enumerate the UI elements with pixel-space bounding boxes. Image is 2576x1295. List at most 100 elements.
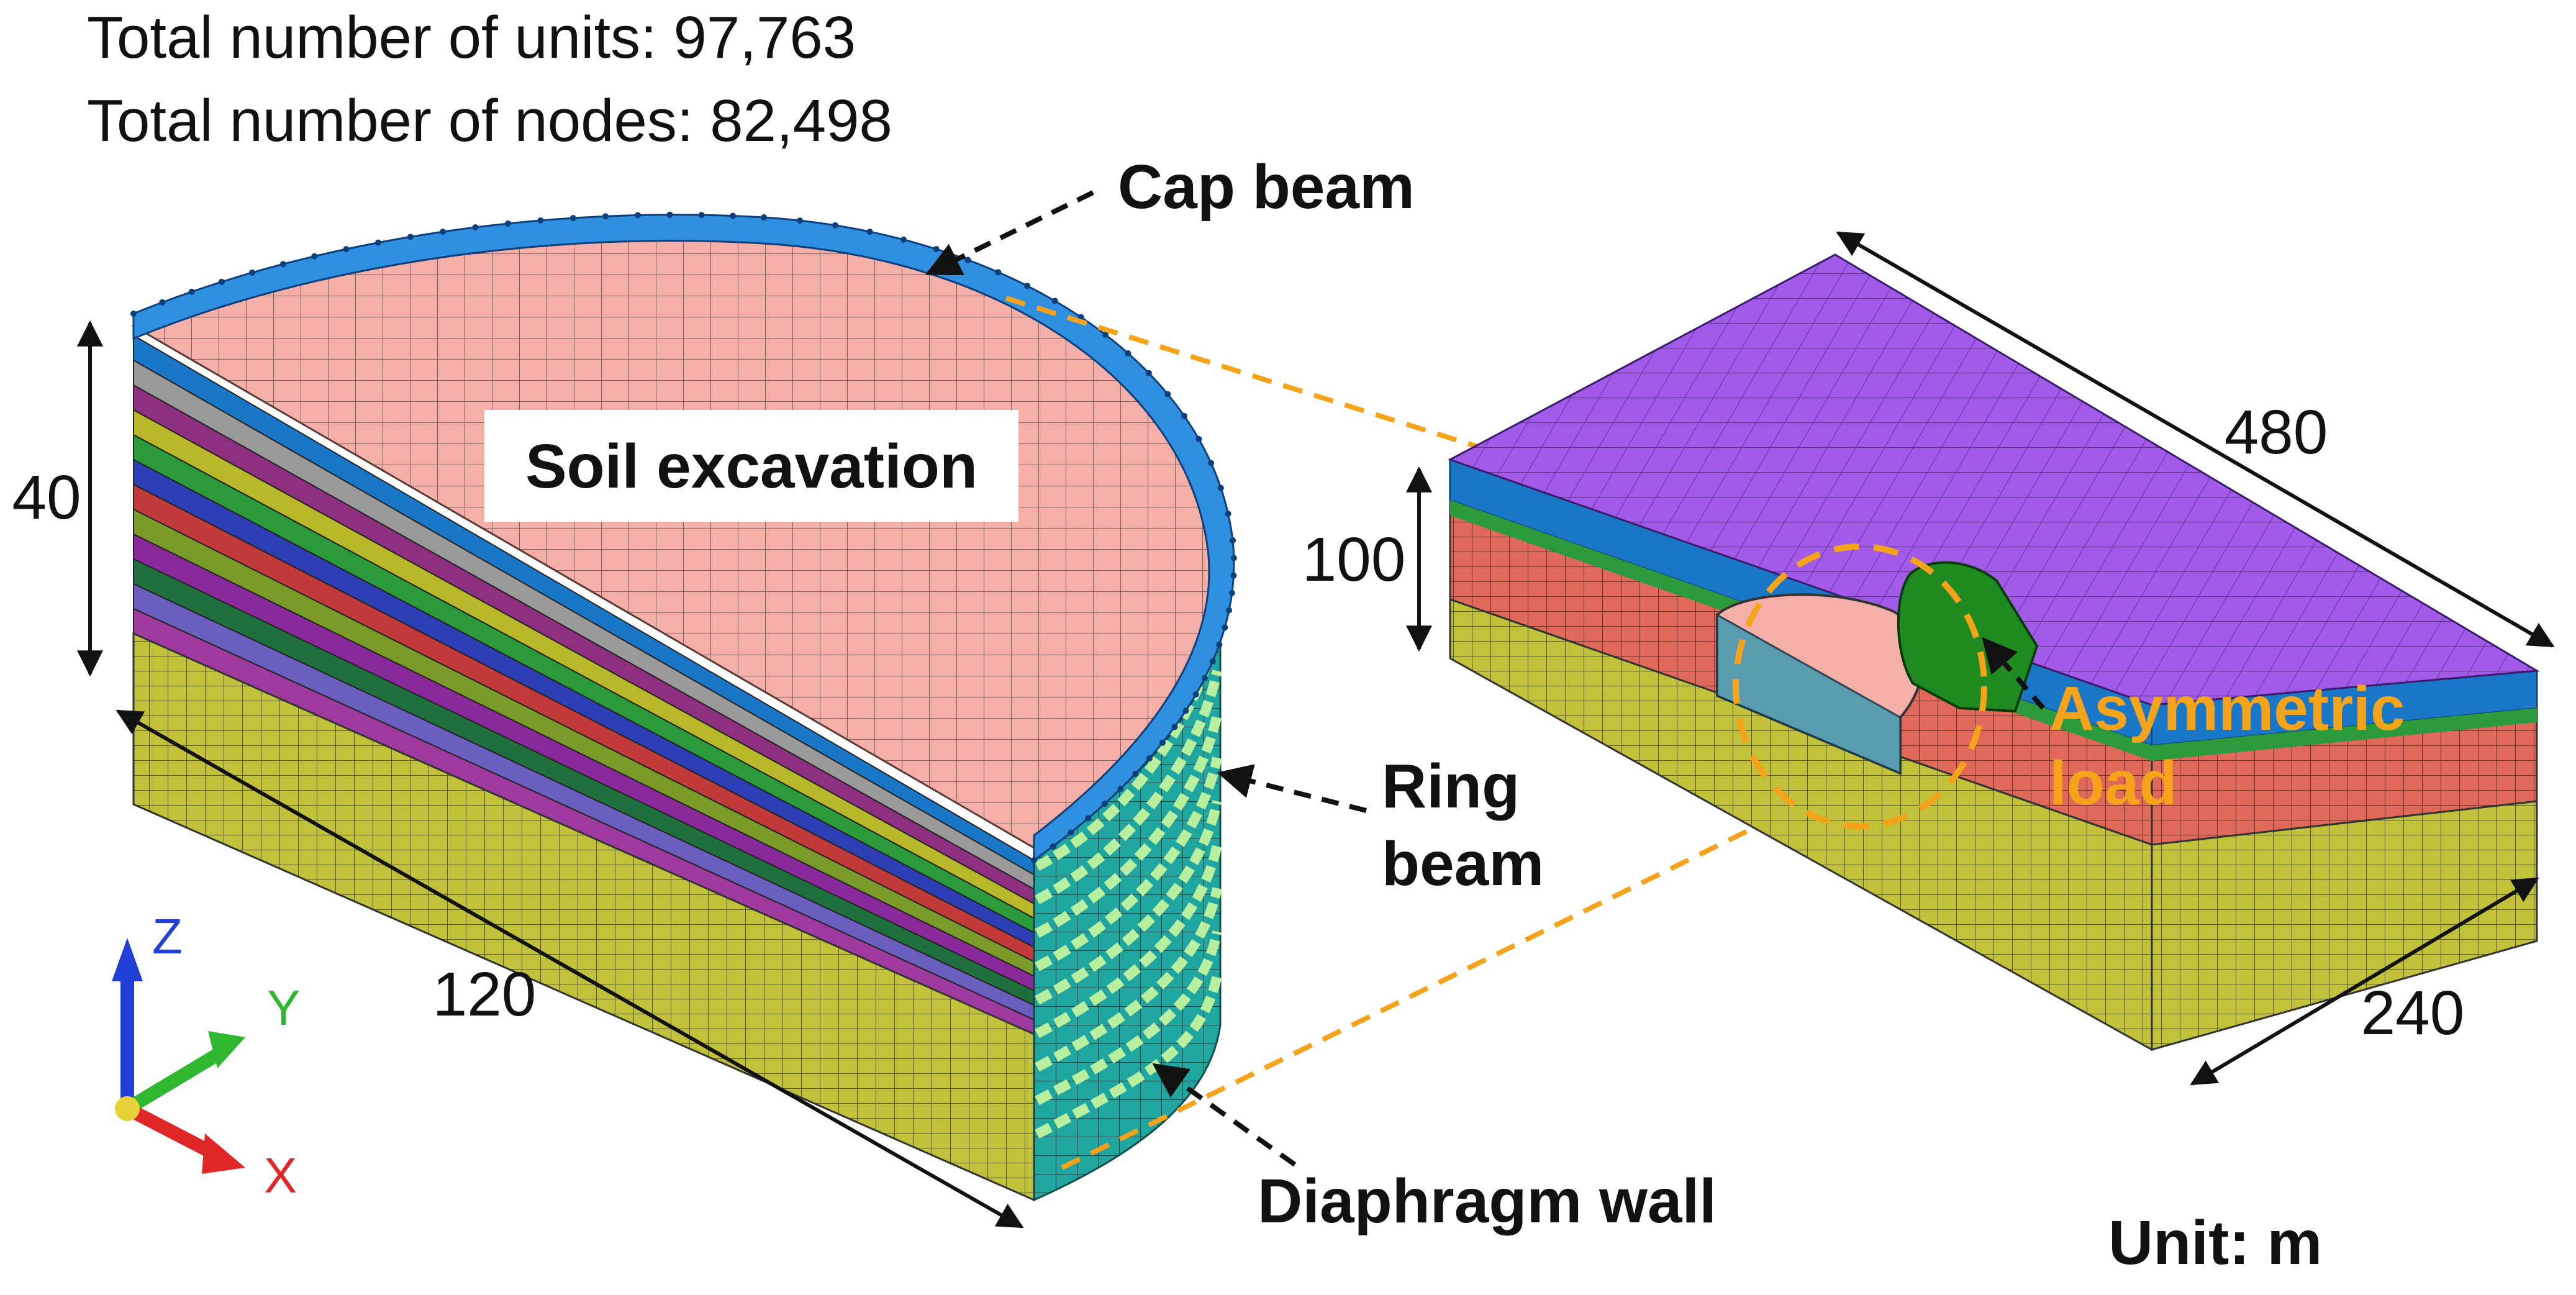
cap-beam-segment [440, 229, 447, 235]
cap-beam-segment [407, 234, 414, 240]
cap-beam-segment [472, 224, 479, 230]
cap-beam-leader [925, 190, 1094, 276]
ring-beam-row [1035, 974, 1222, 1139]
asymmetric-load-leader [1982, 637, 2046, 710]
y-axis-arrowhead [208, 1031, 245, 1068]
cap-beam-segment [1159, 739, 1166, 746]
cap-beam-segment [1085, 815, 1092, 822]
cap-beam-segment [1117, 786, 1124, 793]
cap-beam-segment [1101, 801, 1108, 807]
ring-beam-row [1035, 843, 1222, 1038]
cap-beam-segment [1164, 391, 1171, 398]
ring-beam-row [1035, 757, 1222, 971]
cap-beam-segment [1182, 707, 1189, 714]
cap-beam-segment [1202, 675, 1209, 681]
cap-beam-segment [1217, 484, 1224, 491]
cap-beam-label: Cap beam [1118, 152, 1415, 222]
ring-beam-label-line2: beam [1382, 829, 1544, 899]
diaphragm-wall-leader [1152, 1063, 1297, 1167]
cap-beam-segment [1216, 641, 1223, 648]
z-axis-label: Z [152, 909, 183, 964]
excavation-model: Soil excavation 40 120 Cap beam Ring bea… [12, 152, 1717, 1236]
cap-beam-segment [1145, 370, 1152, 376]
cap-beam-segment [1146, 755, 1153, 761]
cap-beam-segment [569, 215, 576, 222]
soil-excavation-label-box [484, 410, 1018, 522]
cap-beam-segment [1024, 283, 1031, 289]
ring-beam-row [1035, 930, 1222, 1106]
cap-beam-segment [797, 217, 804, 224]
cap-beam-segment [375, 239, 381, 246]
y-axis-label: Y [267, 980, 300, 1035]
cap-beam-segment [933, 246, 940, 253]
cap-beam-segment [900, 236, 907, 243]
cap-beam-segment [666, 211, 673, 218]
ring-beam-row [1035, 713, 1222, 938]
cap-beam-segment [1102, 331, 1109, 338]
axis-origin [115, 1096, 140, 1121]
cap-beam-segment [730, 212, 737, 219]
cap-beam-segment [343, 246, 350, 253]
site-right-face-bottom [2151, 800, 2538, 1051]
total-nodes-text: Total number of nodes: 82,498 [87, 88, 892, 154]
site-right-face-strata-2 [2152, 708, 2537, 761]
x-axis-label: X [264, 1148, 297, 1203]
cap-beam-segment [311, 253, 318, 260]
cap-beam-segment [602, 213, 609, 220]
zoom-highlight-ellipse [1733, 543, 1987, 829]
cap-beam-segment [832, 222, 838, 229]
x-axis-arrow [124, 1102, 221, 1161]
length-480-label: 480 [2225, 398, 2328, 467]
ring-beam-row [1035, 887, 1222, 1072]
cap-beam-segment [698, 212, 705, 219]
ring-beam-leader [1217, 764, 1367, 813]
cap-beam-segment [1228, 589, 1235, 596]
cap-beam-segment [1208, 460, 1215, 466]
cap-beam-segment [995, 269, 1002, 276]
ring-beam-label-line1: Ring [1382, 752, 1520, 821]
cap-beam-segment [279, 261, 286, 268]
cap-beam-segment [1051, 298, 1058, 304]
cap-beam-segment [218, 278, 225, 285]
cap-beam-segment [1050, 843, 1056, 850]
length-480-dimension-line [1836, 231, 2555, 648]
ring-beam-row [1035, 670, 1222, 904]
soil-excavation-label: Soil excavation [525, 432, 977, 501]
cap-beam-segment [1181, 412, 1188, 419]
total-units-text: Total number of units: 97,763 [87, 4, 856, 71]
x-axis-arrowhead [202, 1134, 245, 1174]
cap-beam-segment [1068, 829, 1074, 836]
ring-beams [1035, 626, 1222, 1139]
asymmetric-load-label-line2: load [2049, 748, 2177, 818]
cap-beam-segment [761, 214, 767, 220]
depth-40-label: 40 [12, 463, 81, 532]
cap-beam-segments [130, 211, 1237, 863]
cap-beam-segment [1225, 511, 1231, 517]
cap-beam-segment [1132, 770, 1139, 777]
cap-beam-segment [1192, 691, 1199, 698]
cap-beam-segment [505, 220, 511, 227]
ring-beam-row [1035, 626, 1222, 871]
cap-beam-segment [537, 217, 544, 224]
cap-beam-segment [159, 299, 166, 306]
site-excavation-wall [1716, 613, 1902, 775]
cap-beam-segment [130, 311, 137, 317]
site-model: 480 240 100 Asymmetric load [1302, 231, 2555, 1086]
cap-beam-segment [964, 257, 971, 263]
cap-beam-segment [1230, 572, 1237, 579]
unit-note: Unit: m [2108, 1208, 2322, 1278]
ring-beam-row [1035, 800, 1222, 1005]
cap-beam-segment [635, 212, 641, 219]
cap-beam-segment [1230, 537, 1236, 543]
width-240-dimension-line [2190, 877, 2539, 1086]
depth-100-label: 100 [1302, 525, 1406, 594]
cap-beam-segment [866, 229, 873, 235]
cap-beam-segment [1209, 658, 1216, 665]
y-axis-arrow [124, 1047, 224, 1115]
asymmetric-load-label-line1: Asymmetric [2049, 674, 2405, 743]
diameter-120-dimension-line [116, 709, 1024, 1229]
cap-beam-segment [1195, 435, 1202, 442]
cap-beam-segment [249, 269, 255, 276]
cap-beam-segment [1226, 607, 1233, 614]
